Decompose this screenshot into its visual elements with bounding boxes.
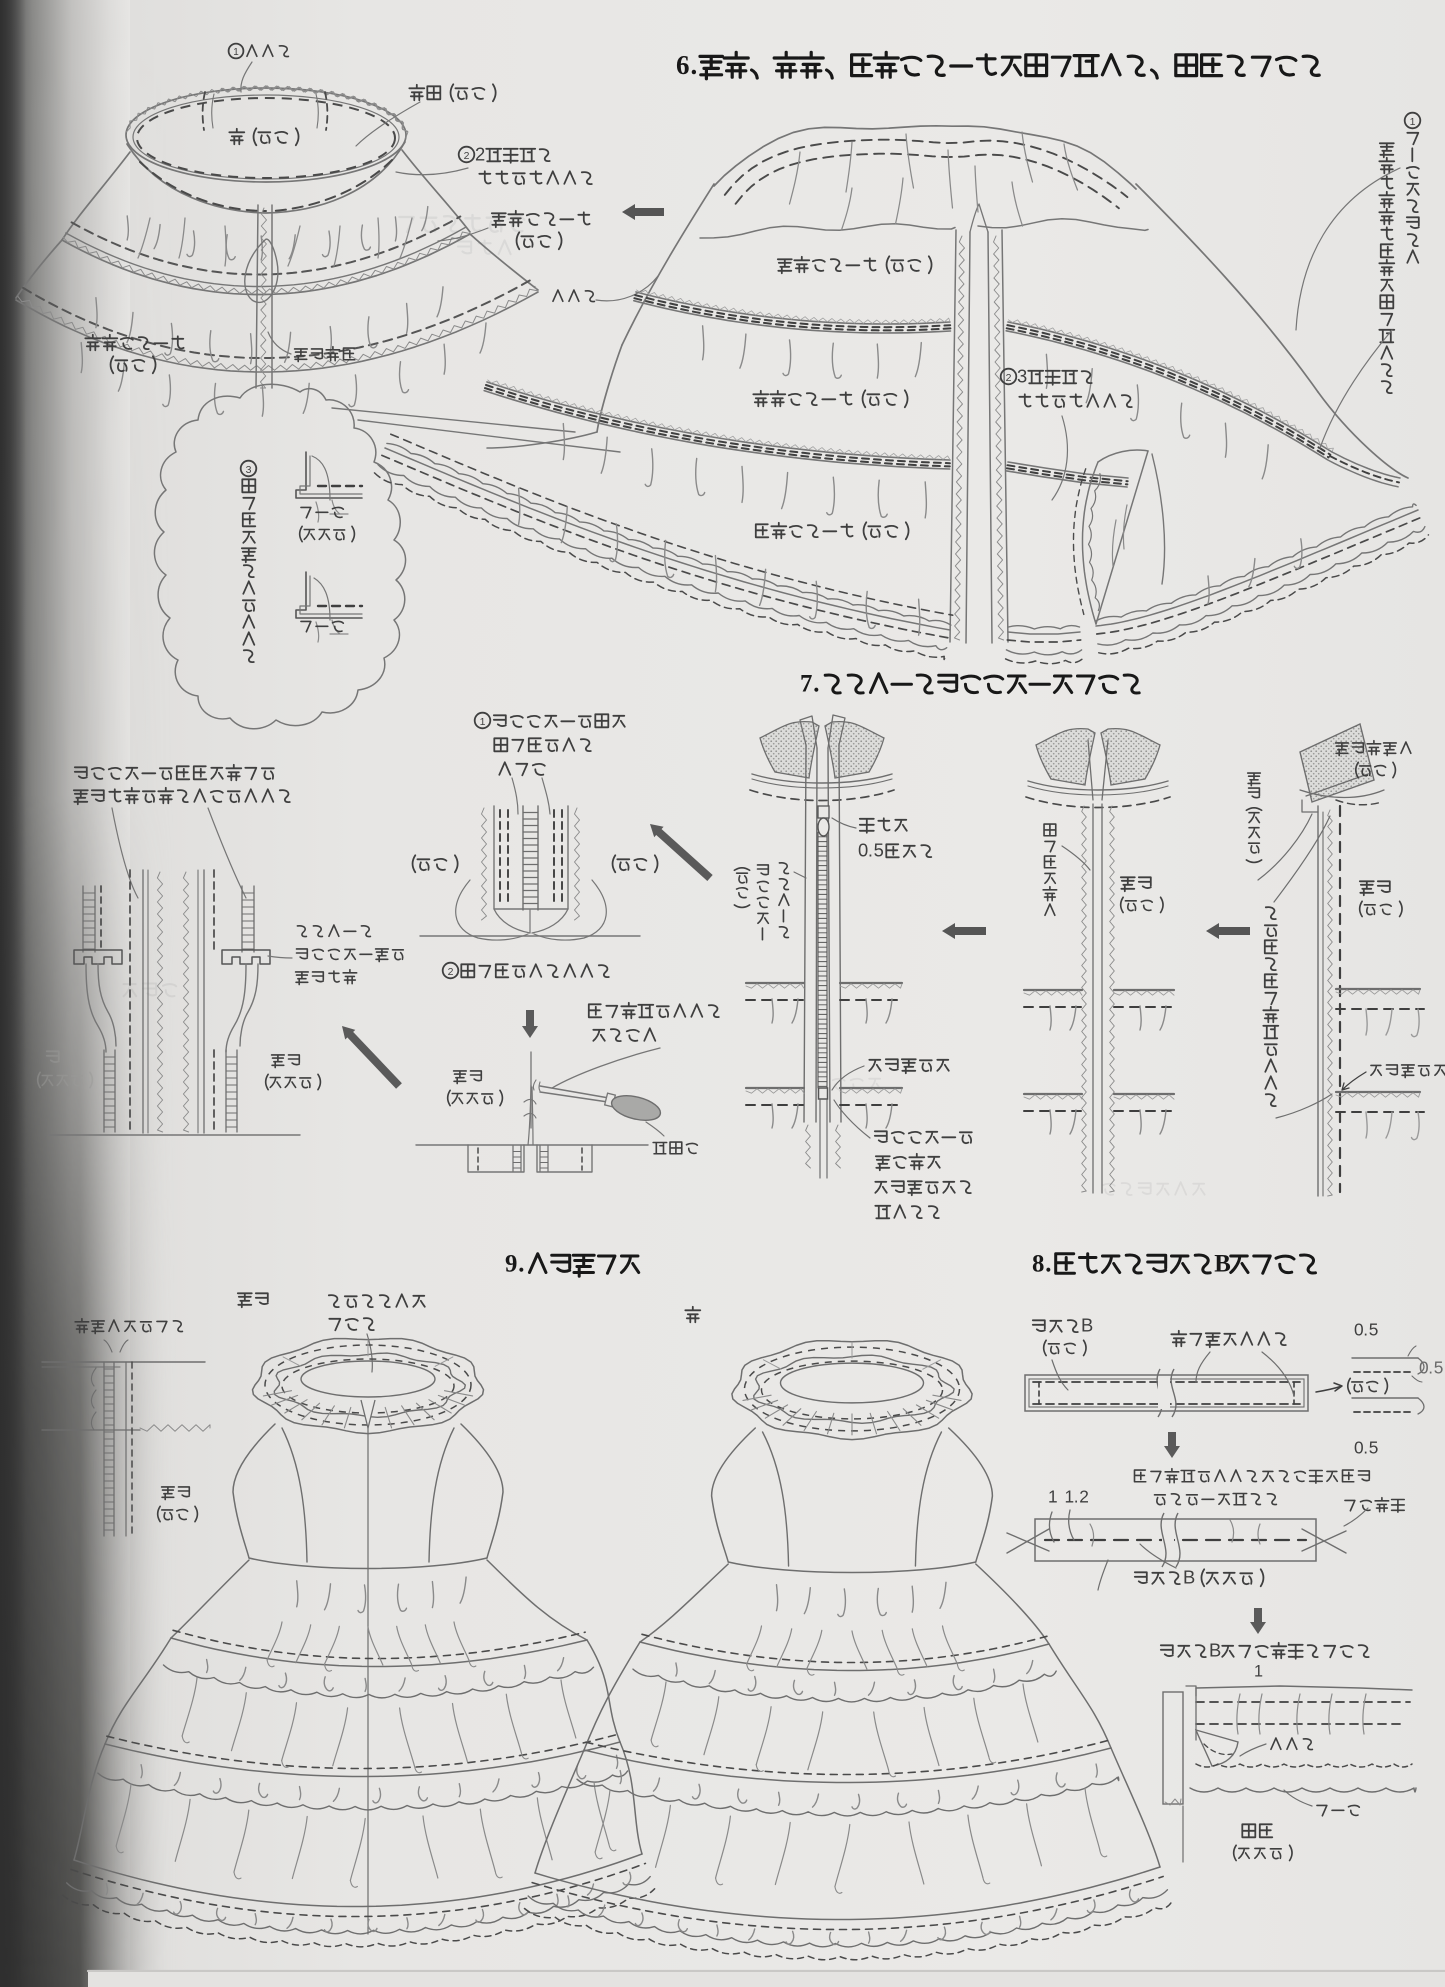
- svg-text:.: .: [1045, 1250, 1051, 1277]
- svg-text:.: .: [813, 670, 819, 697]
- svg-text:0: 0: [1354, 1319, 1364, 1339]
- svg-text:2: 2: [464, 150, 470, 162]
- svg-text:B: B: [1209, 1639, 1221, 1660]
- svg-text:2: 2: [1079, 1486, 1089, 1506]
- svg-text:1: 1: [1254, 1663, 1263, 1681]
- svg-text:0: 0: [1354, 1437, 1364, 1457]
- svg-text:5: 5: [1369, 1437, 1379, 1457]
- svg-text:7: 7: [800, 670, 812, 697]
- svg-text:B: B: [1081, 1314, 1093, 1335]
- svg-text:1: 1: [1410, 116, 1416, 128]
- svg-text:1: 1: [1048, 1486, 1058, 1506]
- svg-text:1: 1: [480, 716, 486, 728]
- svg-text:3: 3: [1017, 365, 1027, 386]
- svg-text:1: 1: [233, 47, 239, 58]
- svg-text:5: 5: [1369, 1319, 1379, 1339]
- svg-text:3: 3: [246, 464, 252, 476]
- svg-text:.: .: [1363, 1437, 1368, 1457]
- svg-text:0: 0: [858, 839, 868, 860]
- svg-text:1: 1: [1065, 1486, 1075, 1506]
- svg-text:.: .: [1428, 1357, 1433, 1377]
- svg-text:5: 5: [1434, 1357, 1444, 1377]
- svg-text:2: 2: [1006, 372, 1012, 384]
- svg-text:.: .: [1363, 1319, 1368, 1339]
- svg-text:.: .: [518, 1250, 524, 1277]
- svg-text:.: .: [1074, 1486, 1079, 1506]
- svg-text:B: B: [1183, 1566, 1195, 1587]
- svg-text:6: 6: [676, 50, 690, 80]
- svg-text:2: 2: [475, 143, 485, 164]
- svg-text:5: 5: [874, 839, 884, 860]
- svg-text:.: .: [868, 839, 873, 860]
- svg-text:8: 8: [1032, 1250, 1044, 1277]
- svg-text:B: B: [1214, 1250, 1231, 1277]
- svg-text:0: 0: [1419, 1357, 1429, 1377]
- svg-text:9: 9: [505, 1250, 517, 1277]
- svg-text:.: .: [691, 50, 698, 80]
- svg-text:2: 2: [448, 966, 454, 978]
